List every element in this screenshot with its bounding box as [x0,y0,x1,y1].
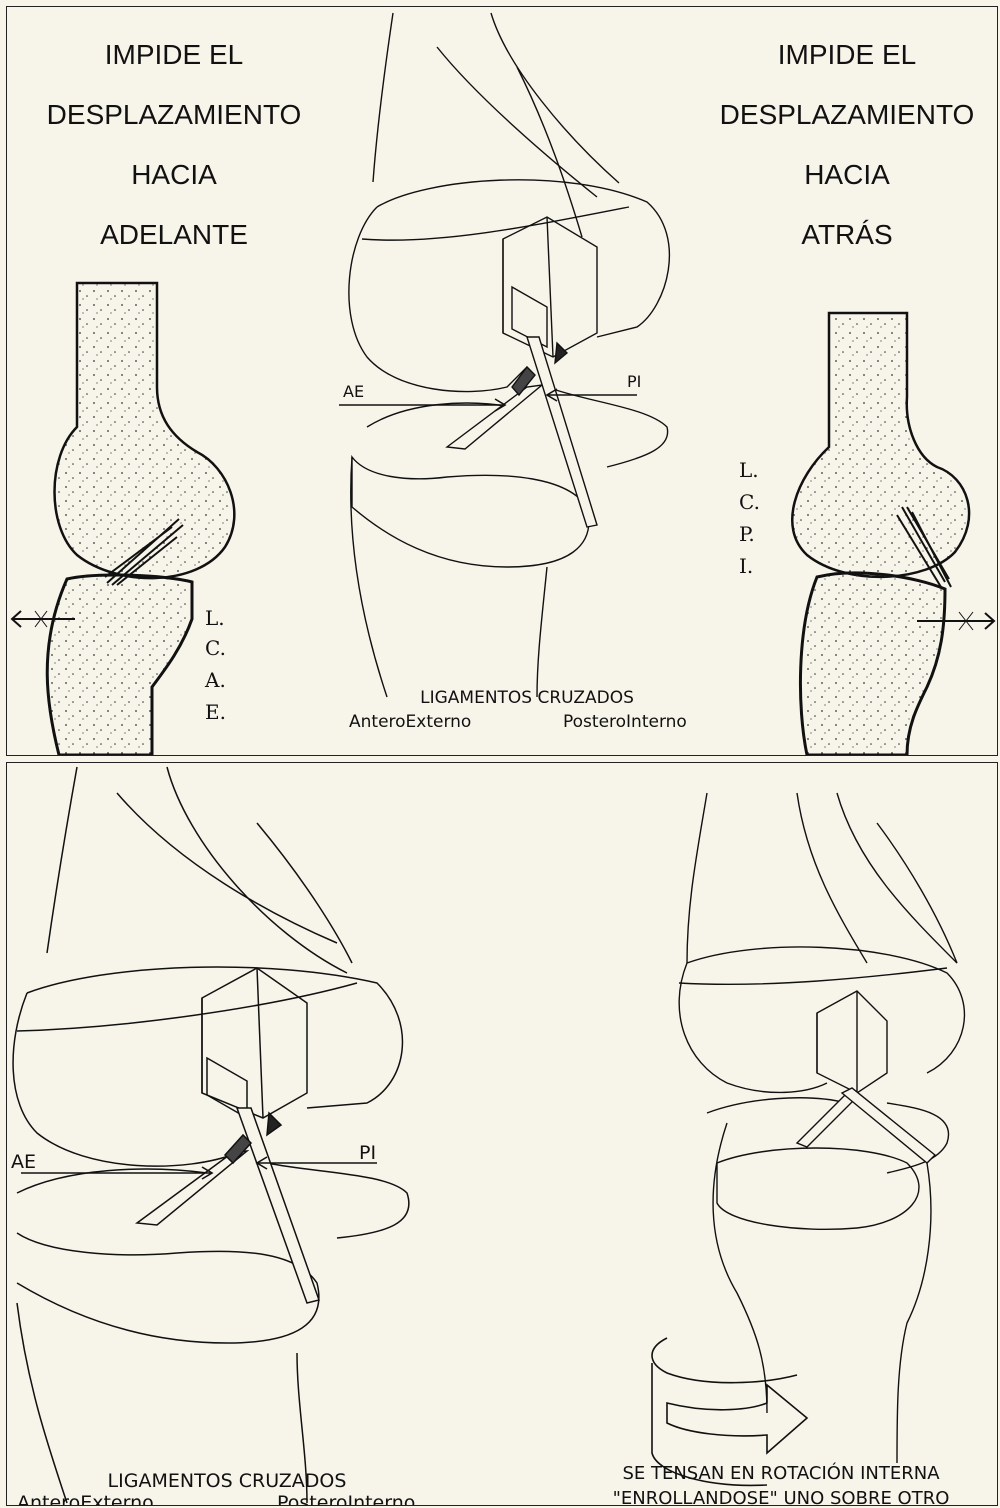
top-caption-left: AnteroExterno [349,712,471,732]
rotation-caption-line-2: "ENROLLANDOSE" UNO SOBRE OTRO [613,1488,950,1506]
left-knee-illustration [12,283,234,755]
top-caption-title: LIGAMENTOS CRUZADOS [420,688,634,708]
center-knee-illustration [349,13,670,697]
right-ligament-label-4: I. [739,554,753,578]
rotation-caption-line-1: SE TENSAN EN ROTACIÓN INTERNA [622,1462,940,1484]
right-heading-line-2: DESPLAZAMIENTO [720,99,975,130]
right-knee-illustration [792,313,994,755]
left-ligament-label-4: E. [205,700,226,724]
left-ligament-label-1: L. [205,606,225,630]
right-heading-line-4: ATRÁS [801,219,892,250]
left-heading-line-4: ADELANTE [100,219,248,250]
right-ligament-label-3: P. [739,522,755,546]
right-heading: IMPIDE EL DESPLAZAMIENTO HACIA ATRÁS [720,39,975,250]
top-caption-right: PosteroInterno [563,712,687,732]
bottom-caption-title: LIGAMENTOS CRUZADOS [108,1470,347,1492]
bottom-left-knee-illustration [13,767,409,1503]
right-ligament-label: L. C. P. I. [739,458,760,578]
left-heading-line-2: DESPLAZAMIENTO [47,99,302,130]
right-heading-line-1: IMPIDE EL [778,39,916,70]
bottom-panel: AE PI LIGAMENTOS CRUZADOS AnteroExterno … [6,762,998,1506]
left-heading-line-3: HACIA [131,159,217,190]
bottom-caption-right: PosteroInterno [277,1492,415,1506]
top-illustration: IMPIDE EL DESPLAZAMIENTO HACIA ADELANTE … [7,7,998,756]
bottom-label-ae: AE [11,1151,36,1173]
bottom-right-knee-illustration [679,793,964,1463]
bottom-label-pi: PI [359,1142,376,1164]
right-heading-line-3: HACIA [804,159,890,190]
right-ligament-label-1: L. [739,458,759,482]
bottom-illustration: AE PI LIGAMENTOS CRUZADOS AnteroExterno … [7,763,998,1506]
left-ligament-label-2: C. [205,636,226,660]
right-ligament-label-2: C. [739,490,760,514]
center-label-pi: PI [627,372,641,391]
top-panel: IMPIDE EL DESPLAZAMIENTO HACIA ADELANTE … [6,6,998,756]
left-heading: IMPIDE EL DESPLAZAMIENTO HACIA ADELANTE [47,39,302,250]
left-ligament-label: L. C. A. E. [204,606,226,724]
bottom-caption-left: AnteroExterno [17,1492,154,1506]
left-heading-line-1: IMPIDE EL [105,39,243,70]
center-label-ae: AE [343,382,364,401]
left-ligament-label-3: A. [204,668,226,692]
